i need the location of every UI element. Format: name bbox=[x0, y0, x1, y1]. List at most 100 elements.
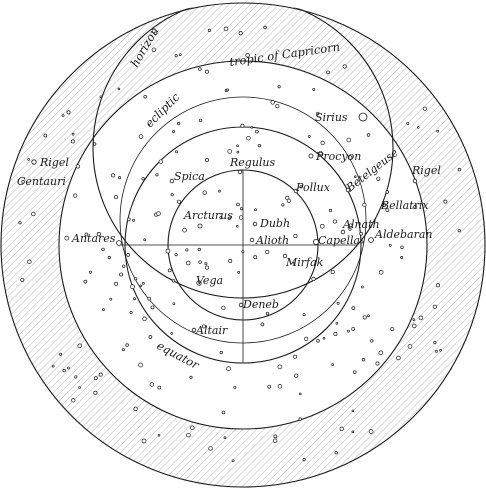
faint-star-dot bbox=[342, 64, 347, 69]
faint-star-dot bbox=[172, 130, 176, 134]
faint-star-dot bbox=[237, 271, 241, 274]
faint-star-dot bbox=[126, 253, 131, 257]
faint-star-dot bbox=[413, 205, 418, 210]
faint-star-dot bbox=[73, 193, 78, 198]
rigel-star bbox=[412, 178, 418, 184]
faint-star-dot bbox=[189, 375, 193, 379]
faint-star-dot bbox=[186, 432, 191, 438]
faint-star-dot bbox=[185, 248, 189, 252]
faint-star-dot bbox=[185, 260, 191, 266]
faint-star-dot bbox=[360, 285, 364, 289]
faint-star-dot bbox=[351, 430, 355, 434]
vega-label: Vega bbox=[196, 274, 223, 287]
faint-star-dot bbox=[74, 375, 78, 379]
faint-star-dot bbox=[66, 366, 70, 370]
faint-star-dot bbox=[351, 327, 356, 331]
faint-star-dot bbox=[294, 373, 299, 378]
bellatrix-label: Bellatrix bbox=[380, 199, 429, 212]
faint-star-dot bbox=[400, 245, 404, 250]
faint-star-dot bbox=[245, 53, 250, 58]
faint-star-dot bbox=[141, 177, 145, 181]
faint-star-dot bbox=[304, 336, 309, 341]
faint-star-dot bbox=[302, 313, 306, 317]
bellatrix-star bbox=[381, 202, 387, 208]
faint-star-dot bbox=[18, 221, 22, 225]
faint-star-dot bbox=[292, 261, 296, 265]
faint-star-dot bbox=[347, 329, 350, 333]
faint-star-dot bbox=[71, 132, 75, 136]
faint-star-dot bbox=[388, 243, 392, 247]
faint-star-dot bbox=[298, 417, 302, 421]
faint-star-dot bbox=[66, 110, 71, 115]
faint-star-dot bbox=[182, 227, 187, 233]
faint-star-dot bbox=[231, 459, 235, 463]
faint-star-dot bbox=[238, 215, 244, 220]
faint-star-dot bbox=[93, 142, 97, 146]
faint-star-dot bbox=[155, 173, 159, 177]
faint-star-dot bbox=[353, 370, 357, 374]
faint-star-dot bbox=[27, 158, 30, 161]
faint-star-dot bbox=[260, 322, 265, 327]
faint-star-dot bbox=[142, 316, 147, 322]
faint-star-dot bbox=[366, 133, 371, 137]
faint-star-dot bbox=[221, 410, 226, 415]
capella-star bbox=[312, 238, 319, 245]
faint-star-dot bbox=[432, 304, 437, 309]
faint-star-dot bbox=[238, 31, 243, 36]
faint-star-dot bbox=[143, 238, 147, 242]
dubh-label: Dubh bbox=[259, 217, 290, 230]
faint-star-dot bbox=[167, 268, 172, 273]
faint-star-dot bbox=[70, 139, 75, 144]
faint-star-dot bbox=[422, 106, 427, 111]
rigel-label: Rigel bbox=[411, 164, 441, 177]
faint-star-dot bbox=[293, 233, 298, 239]
faint-star-dot bbox=[89, 270, 92, 274]
faint-star-dot bbox=[109, 297, 113, 301]
alioth-label: Alioth bbox=[255, 234, 289, 247]
faint-star-dot bbox=[236, 202, 240, 207]
faint-star-dot bbox=[177, 199, 181, 204]
faint-star-dot bbox=[390, 327, 395, 332]
faint-star-dot bbox=[118, 176, 122, 180]
faint-star-dot bbox=[177, 122, 181, 126]
faint-star-dot bbox=[263, 25, 267, 30]
faint-star-dot bbox=[126, 217, 131, 222]
faint-star-dot bbox=[207, 28, 211, 32]
faint-star-dot bbox=[223, 26, 229, 32]
faint-star-dot bbox=[360, 240, 364, 244]
faint-star-dot bbox=[218, 189, 221, 193]
faint-star-dot bbox=[354, 175, 357, 178]
faint-star-dot bbox=[219, 350, 223, 355]
faint-star-dot bbox=[378, 350, 384, 356]
faint-star-dot bbox=[198, 67, 202, 71]
faint-star-dot bbox=[153, 31, 158, 36]
faint-star-dot bbox=[84, 232, 89, 237]
faint-star-dot bbox=[226, 88, 229, 92]
faint-star-dot bbox=[96, 232, 101, 237]
faint-star-dot bbox=[113, 195, 118, 200]
faint-star-dot bbox=[246, 135, 251, 141]
faint-star-dot bbox=[143, 94, 147, 99]
faint-star-dot bbox=[178, 53, 182, 57]
faint-star-dot bbox=[406, 121, 410, 125]
faint-star-dot bbox=[228, 259, 233, 263]
faint-star-dot bbox=[165, 248, 171, 254]
faint-star-dot bbox=[407, 344, 413, 349]
faint-star-dot bbox=[272, 438, 278, 444]
faint-star-dot bbox=[198, 260, 202, 264]
faint-star-dot bbox=[362, 202, 367, 208]
faint-star-dot bbox=[141, 438, 147, 444]
vega-star bbox=[196, 280, 202, 286]
faint-star-dot bbox=[435, 283, 441, 288]
star-labels: Sirius Rigel Centauri Procyon Regulus Sp… bbox=[17, 111, 441, 337]
faint-star-dot bbox=[312, 87, 316, 91]
faint-star-dot bbox=[457, 167, 462, 172]
dubh-star bbox=[252, 221, 258, 227]
faint-star-dot bbox=[457, 229, 461, 233]
antares-label: Antares bbox=[71, 232, 116, 245]
faint-star-dot bbox=[316, 339, 320, 343]
faint-star-dot bbox=[175, 150, 178, 154]
sirius-star bbox=[358, 112, 368, 122]
